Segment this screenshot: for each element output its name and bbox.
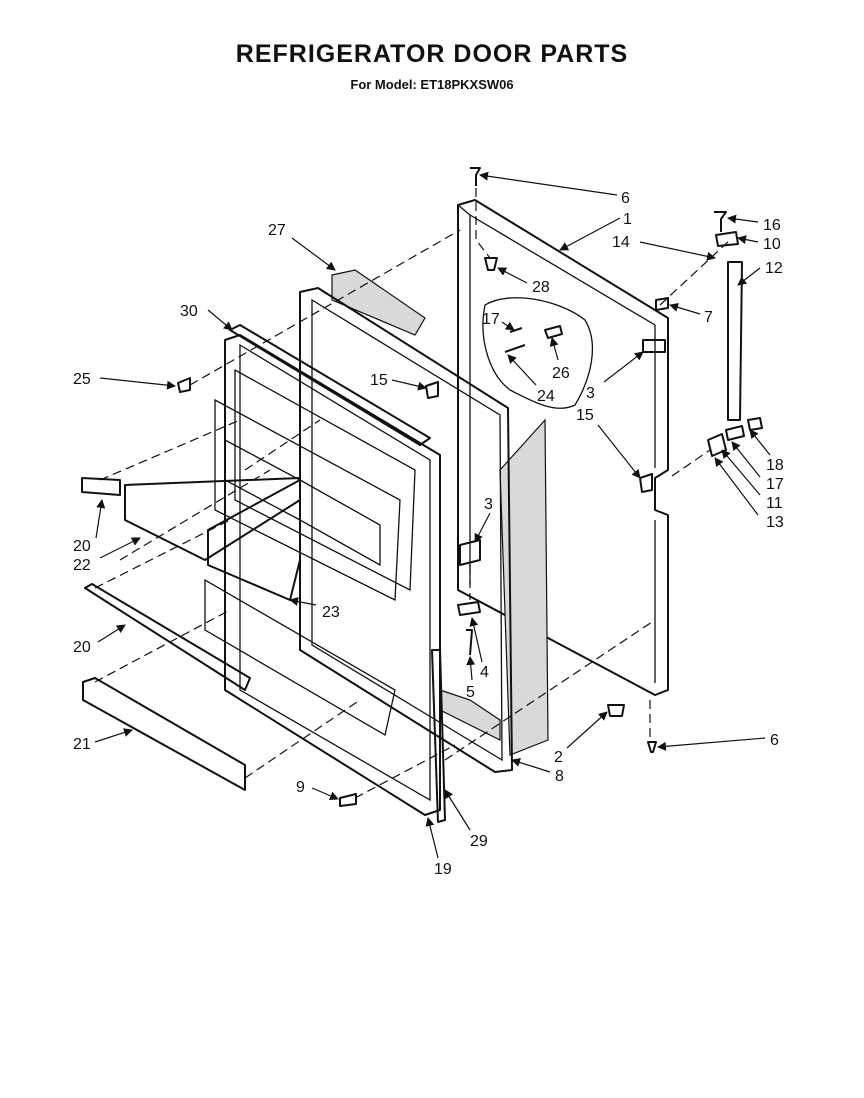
end-cap-20-top: [81, 477, 121, 496]
callout-9: 9: [296, 779, 305, 796]
stop-15-upper: [425, 381, 439, 399]
shelf-23: [207, 479, 301, 601]
callout-6-bottom: 6: [770, 732, 779, 749]
callout-28: 28: [532, 279, 550, 296]
callout-21: 21: [73, 736, 91, 753]
handle-cap-26: [544, 325, 563, 339]
callout-17-lower: 17: [766, 476, 784, 493]
liner-strip-30: [229, 324, 431, 446]
hinge-bracket-3-mid: [459, 539, 481, 566]
callout-15-lower: 15: [576, 407, 594, 424]
alignment-lines: [94, 188, 731, 799]
callout-12: 12: [765, 260, 783, 277]
pin-17-lower: [725, 425, 745, 441]
plug-25: [177, 377, 191, 393]
trim-29: [431, 649, 446, 823]
callout-1: 1: [623, 211, 632, 228]
callout-2: 2: [554, 749, 563, 766]
callout-14: 14: [612, 234, 630, 251]
outer-door-panel: [457, 199, 669, 696]
cutaway-detail: [482, 297, 593, 409]
callout-10: 10: [763, 236, 781, 253]
screw-6-bottom: [647, 741, 657, 753]
callout-5: 5: [466, 684, 475, 701]
callout-30: 30: [180, 303, 198, 320]
shelf-bar-20: [84, 583, 251, 691]
callout-24: 24: [537, 388, 555, 405]
diagram-title: REFRIGERATOR DOOR PARTS: [235, 40, 629, 68]
screw-5: [466, 629, 473, 656]
leader-lines: [94, 171, 771, 859]
callout-20-top: 20: [73, 538, 91, 555]
stop-15-lower: [639, 473, 653, 493]
callout-7: 7: [704, 309, 713, 326]
callout-3-top: 3: [586, 385, 595, 402]
callout-6-top: 6: [621, 190, 630, 207]
callout-23: 23: [322, 604, 340, 621]
cap-7: [655, 297, 669, 311]
screw-6-top: [470, 167, 481, 186]
stop-28: [484, 257, 498, 271]
hinge-bracket-3-top: [642, 339, 666, 353]
callout-17-detail: 17: [482, 311, 500, 328]
screw-9: [339, 793, 357, 807]
callout-11: 11: [766, 495, 783, 512]
callout-19: 19: [434, 861, 452, 878]
callout-15-upper: 15: [370, 372, 388, 389]
callout-16: 16: [763, 217, 781, 234]
callout-29: 29: [470, 833, 488, 850]
hinge-pin-13: [707, 433, 727, 457]
bushing-4: [457, 601, 481, 616]
callout-26: 26: [552, 365, 570, 382]
handle-12: [727, 261, 743, 421]
callout-8: 8: [555, 768, 564, 785]
callout-22: 22: [73, 557, 91, 574]
clip-18: [747, 417, 763, 431]
callout-13: 13: [766, 514, 784, 531]
door-gasket: [299, 287, 513, 773]
screw-16: [714, 211, 727, 232]
callout-4: 4: [480, 664, 489, 681]
shelf-front-21: [82, 677, 246, 791]
pin-17-detail: [504, 327, 526, 353]
shelf-22: [124, 477, 301, 561]
callout-3-mid: 3: [484, 496, 493, 513]
door-liner: [204, 334, 441, 816]
foam-insulation-side: [499, 418, 549, 756]
callout-20-bottom: 20: [73, 639, 91, 656]
hinge-10: [715, 231, 739, 247]
callout-18: 18: [766, 457, 784, 474]
foot-2: [607, 704, 625, 717]
callout-25: 25: [73, 371, 91, 388]
callout-27: 27: [268, 222, 286, 239]
model-subtitle: For Model: ET18PKXSW06: [350, 77, 514, 92]
